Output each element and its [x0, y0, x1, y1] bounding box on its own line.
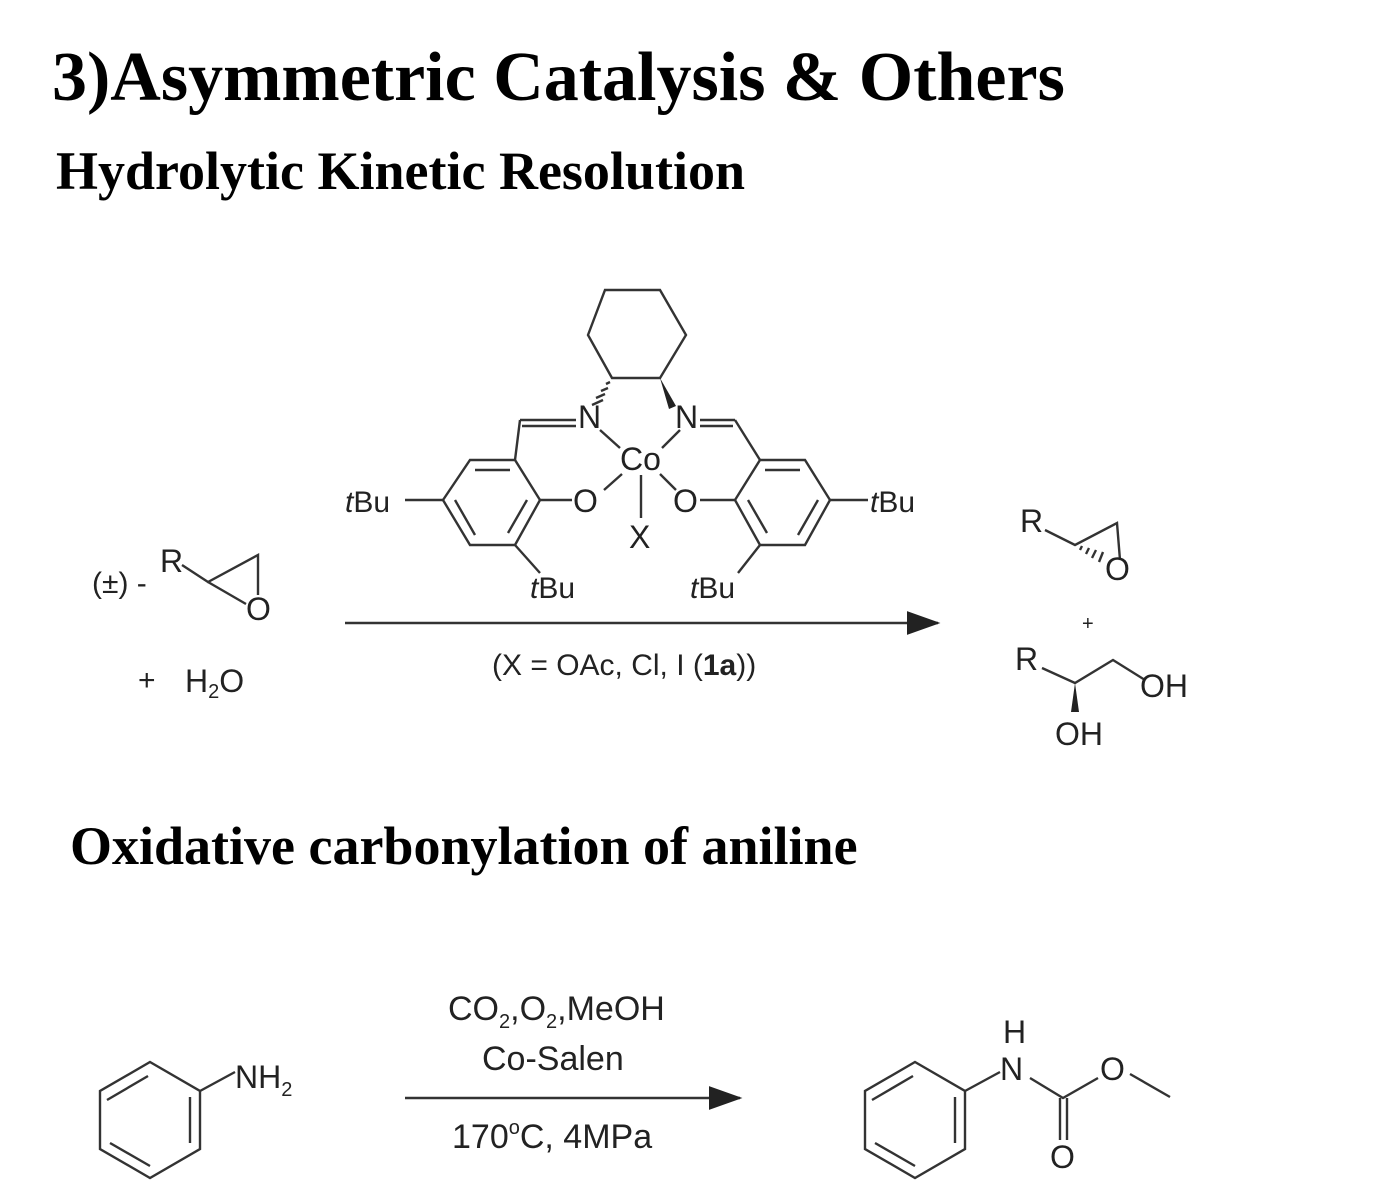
atom-n-right: N: [675, 399, 698, 435]
hydroxyl: OH: [1140, 668, 1188, 704]
atom-co: Co: [620, 441, 661, 477]
atom-o: O: [246, 591, 271, 627]
atom-o-right: O: [673, 483, 698, 519]
water-reagent: + H2O: [138, 663, 244, 703]
racemic-prefix: (±) -: [92, 567, 147, 600]
atom-o-left: O: [573, 483, 598, 519]
section-heading-carbonylation: Oxidative carbonylation of aniline: [70, 816, 858, 876]
atom-n: N: [1000, 1051, 1023, 1087]
plus-sign: +: [1082, 613, 1094, 635]
tbu-label: tBu: [530, 572, 575, 605]
atom-r: R: [160, 543, 183, 579]
section-heading-hkr: Hydrolytic Kinetic Resolution: [56, 141, 745, 201]
atom-n-left: N: [578, 399, 601, 435]
atom-x: X: [629, 519, 650, 555]
atom-r: R: [1015, 641, 1038, 677]
hkr-conditions: (X = OAc, Cl, I (1a)): [492, 649, 756, 682]
atom-h: H: [1003, 1014, 1026, 1050]
atom-r: R: [1020, 503, 1043, 539]
catalyst-line: Co-Salen: [482, 1040, 624, 1078]
conditions-line: 170oC, 4MPa: [452, 1117, 652, 1156]
tbu-label: tBu: [690, 572, 735, 605]
slide-title: 3)Asymmetric Catalysis & Others: [52, 39, 1065, 116]
hydroxyl: OH: [1055, 716, 1103, 752]
co-salen-catalyst: N N Co O O X tBu tBu tBu tBu: [345, 288, 915, 605]
atom-o: O: [1105, 551, 1130, 587]
atom-o-carbonyl: O: [1050, 1139, 1075, 1175]
enantioenriched-epoxide: R O: [1020, 503, 1130, 587]
water-formula: H2O: [185, 663, 244, 703]
aniline: NH2: [98, 1059, 292, 1180]
racemic-epoxide: (±) - R O: [92, 543, 271, 627]
diol-product: R OH OH: [1015, 641, 1188, 752]
plus-sign: +: [138, 664, 156, 697]
atom-o-ester: O: [1100, 1051, 1125, 1087]
methyl-carbamate-product: H N O O: [863, 1014, 1171, 1180]
reagents-line: CO2,O2,MeOH: [448, 990, 665, 1033]
amine-group: NH2: [235, 1059, 292, 1101]
tbu-label: tBu: [345, 486, 390, 519]
tbu-label: tBu: [870, 486, 915, 519]
